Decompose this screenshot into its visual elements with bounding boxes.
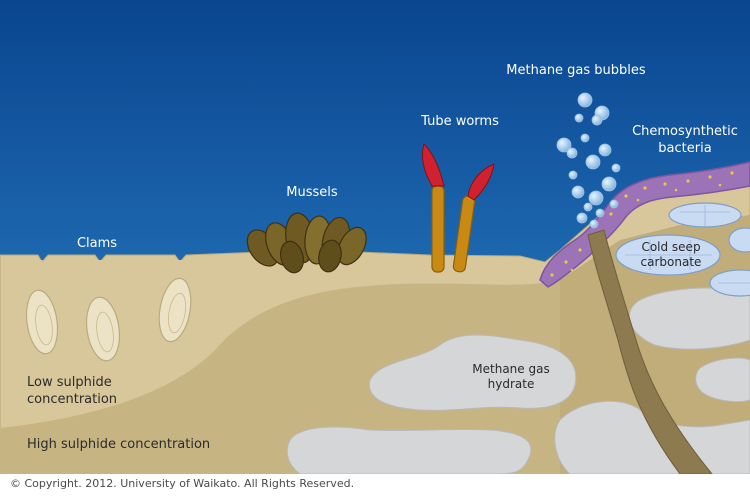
label-tube-worms: Tube worms bbox=[421, 114, 499, 129]
clam-1 bbox=[25, 260, 59, 355]
hydrate-patch-lower bbox=[286, 426, 532, 474]
clams bbox=[25, 260, 192, 362]
label-low-sulphide-concentration: Low sulphide concentration bbox=[27, 375, 118, 407]
hydrate-patch-right bbox=[628, 287, 750, 350]
tube-worms bbox=[421, 143, 495, 273]
cold-seep-diagram: Methane gas bubbles Tube worms Chemosynt… bbox=[0, 0, 750, 474]
label-cold-seep-carbonate: Cold seep carbonate bbox=[640, 240, 702, 269]
methane-bubbles bbox=[556, 92, 621, 229]
label-high-sulphide-concentration: High sulphide concentration bbox=[27, 437, 211, 452]
label-clams: Clams bbox=[76, 236, 118, 251]
cold-seep-carbonate-blocks bbox=[615, 202, 750, 297]
clam-3 bbox=[158, 260, 192, 343]
label-mussels: Mussels bbox=[286, 185, 338, 200]
clam-2 bbox=[85, 260, 121, 362]
high-sulphide-layer bbox=[0, 262, 600, 474]
label-chemosynthetic-bacteria: Chemosynthetic bacteria bbox=[632, 124, 738, 156]
diagram-canvas bbox=[0, 0, 750, 474]
methane-vent-conduit bbox=[587, 229, 713, 474]
hydrate-patch-bottom-right bbox=[554, 400, 750, 474]
hydrate-patch-far-right bbox=[695, 357, 750, 403]
label-methane-gas-hydrate: Methane gas hydrate bbox=[472, 362, 550, 391]
label-methane-gas-bubbles: Methane gas bubbles bbox=[506, 63, 646, 78]
copyright-notice: © Copyright. 2012. University of Waikato… bbox=[10, 477, 355, 490]
methane-hydrate-deposit bbox=[368, 334, 577, 411]
carbonate-cracks bbox=[625, 205, 750, 284]
mussel-cluster bbox=[246, 212, 367, 274]
